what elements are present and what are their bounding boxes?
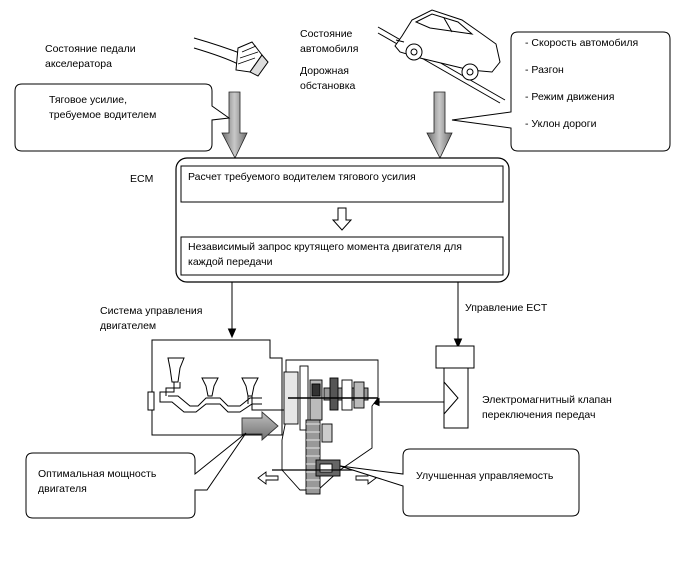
- road-conditions-label: Дорожная обстановка: [300, 65, 356, 93]
- driver-force-callout: [14, 83, 231, 152]
- condition-road-grade: - Уклон дороги: [525, 118, 597, 130]
- engine-control-label: Система управления двигателем: [100, 305, 203, 333]
- engine-illustration: [147, 339, 288, 436]
- vehicle-conditions-callout: [451, 31, 671, 152]
- vehicle-down-arrow: [426, 91, 453, 159]
- accelerator-pedal-icon: [193, 37, 269, 77]
- condition-driving-mode: - Режим движения: [525, 91, 615, 103]
- ecm-torque-box-text: Независимый запрос крутящего момента дви…: [188, 241, 462, 269]
- vehicle-on-slope-icon: [377, 9, 506, 104]
- transmission-illustration: [272, 359, 379, 495]
- ecm-calc-box-text: Расчет требуемого водителем тягового уси…: [188, 171, 416, 183]
- ecm-box: [175, 157, 510, 283]
- pedal-down-arrow: [221, 91, 248, 159]
- optimal-power-callout: [25, 432, 247, 519]
- condition-vehicle-speed: - Скорость автомобиля: [525, 37, 639, 49]
- ecm-label: ECM: [130, 173, 154, 185]
- ect-control-label: Управление ECT: [465, 302, 548, 314]
- driver-force-text: Тяговое усилие, требуемое водителем: [49, 94, 157, 122]
- optimal-power-text: Оптимальная мощность двигателя: [38, 468, 157, 496]
- vehicle-state-label: Состояние автомобиля: [300, 28, 359, 56]
- left-output-arrow: [257, 471, 279, 485]
- improved-handling-text: Улучшенная управляемость: [416, 470, 554, 482]
- solenoid-valve-icon: [435, 345, 475, 429]
- solenoid-valve-label: Электромагнитный клапан переключения пер…: [482, 394, 612, 422]
- improved-handling-callout: [339, 448, 580, 517]
- ecm-output-lines: [227, 282, 463, 407]
- condition-acceleration: - Разгон: [525, 64, 564, 76]
- accelerator-pedal-label: Состояние педали акселератора: [45, 43, 136, 71]
